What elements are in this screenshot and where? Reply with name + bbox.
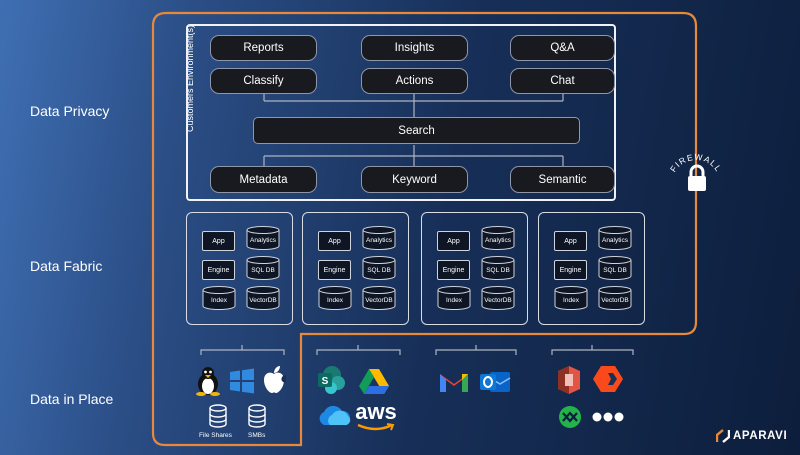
index-cylinder-label: Index xyxy=(211,296,227,304)
vectordb-cylinder-label: VectorDB xyxy=(249,296,277,304)
app-box: App xyxy=(318,231,351,251)
linux-icon xyxy=(194,366,222,396)
sqldb-cylinder-label: SQL DB xyxy=(251,266,275,274)
sqldb-cylinder: SQL DB xyxy=(481,256,515,280)
index-cylinder: Index xyxy=(318,286,352,310)
engine-box: Engine xyxy=(437,260,470,280)
pure-storage-icon xyxy=(592,365,624,393)
index-cylinder-label: Index xyxy=(563,296,579,304)
vectordb-cylinder-label: VectorDB xyxy=(484,296,512,304)
analytics-cylinder-label: Analytics xyxy=(601,236,628,244)
onedrive-icon xyxy=(316,403,352,427)
customers-environment-label: Customers Environment(s) xyxy=(185,24,195,132)
engine-box: Engine xyxy=(202,260,235,280)
aws-s3-icon xyxy=(556,365,582,395)
insights-pill: Insights xyxy=(361,35,468,61)
engine-box: Engine xyxy=(318,260,351,280)
app-box: App xyxy=(554,231,587,251)
chat-pill: Chat xyxy=(510,68,615,94)
nutanix-icon xyxy=(558,405,582,429)
vectordb-cylinder: VectorDB xyxy=(481,286,515,310)
analytics-cylinder: Analytics xyxy=(246,226,280,250)
keyword-pill: Keyword xyxy=(361,166,468,193)
index-cylinder: Index xyxy=(202,286,236,310)
vectordb-cylinder: VectorDB xyxy=(362,286,396,310)
sqldb-cylinder: SQL DB xyxy=(598,256,632,280)
analytics-cylinder: Analytics xyxy=(481,226,515,250)
analytics-cylinder: Analytics xyxy=(598,226,632,250)
windows-icon xyxy=(228,368,256,394)
sqldb-cylinder-label: SQL DB xyxy=(367,266,391,274)
analytics-cylinder-label: Analytics xyxy=(484,236,511,244)
index-cylinder: Index xyxy=(437,286,471,310)
layer-label-fabric: Data Fabric xyxy=(30,258,103,274)
actions-pill: Actions xyxy=(361,68,468,94)
vectordb-cylinder: VectorDB xyxy=(246,286,280,310)
smbs-db-icon xyxy=(246,404,268,428)
sqldb-cylinder-label: SQL DB xyxy=(603,266,627,274)
file-shares-label: File Shares xyxy=(199,432,232,439)
layer-label-in-place: Data in Place xyxy=(30,391,114,407)
google-drive-icon xyxy=(359,368,389,394)
aws-text: aws xyxy=(355,399,397,424)
file-shares-db-icon xyxy=(207,404,229,428)
aws-icon: aws xyxy=(354,400,398,432)
lock-icon xyxy=(686,164,708,192)
more-icon xyxy=(591,408,625,426)
customers-environment-box xyxy=(186,24,616,201)
gmail-icon xyxy=(438,370,470,394)
analytics-cylinder-label: Analytics xyxy=(249,236,276,244)
engine-box: Engine xyxy=(554,260,587,280)
index-cylinder-label: Index xyxy=(327,296,343,304)
apple-icon xyxy=(261,364,287,394)
layer-label-privacy: Data Privacy xyxy=(30,103,110,119)
app-box: App xyxy=(437,231,470,251)
brand-name: APARAVI xyxy=(733,430,788,442)
vectordb-cylinder-label: VectorDB xyxy=(365,296,393,304)
analytics-cylinder-label: Analytics xyxy=(365,236,392,244)
outlook-icon xyxy=(478,368,512,396)
sqldb-cylinder: SQL DB xyxy=(362,256,396,280)
sqldb-cylinder-label: SQL DB xyxy=(486,266,510,274)
analytics-cylinder: Analytics xyxy=(362,226,396,250)
sharepoint-icon: S xyxy=(316,365,346,395)
classify-pill: Classify xyxy=(210,68,317,94)
vectordb-cylinder: VectorDB xyxy=(598,286,632,310)
aparavi-logo-icon xyxy=(716,429,730,443)
qa-pill: Q&A xyxy=(510,35,615,61)
vectordb-cylinder-label: VectorDB xyxy=(601,296,629,304)
metadata-pill: Metadata xyxy=(210,166,317,193)
smbs-label: SMBs xyxy=(248,432,266,439)
index-cylinder: Index xyxy=(554,286,588,310)
index-cylinder-label: Index xyxy=(446,296,462,304)
sqldb-cylinder: SQL DB xyxy=(246,256,280,280)
semantic-pill: Semantic xyxy=(510,166,615,193)
svg-text:S: S xyxy=(322,376,329,387)
firewall-label: FIREWALL xyxy=(668,152,723,174)
search-bar: Search xyxy=(253,117,580,144)
reports-pill: Reports xyxy=(210,35,317,61)
app-box: App xyxy=(202,231,235,251)
